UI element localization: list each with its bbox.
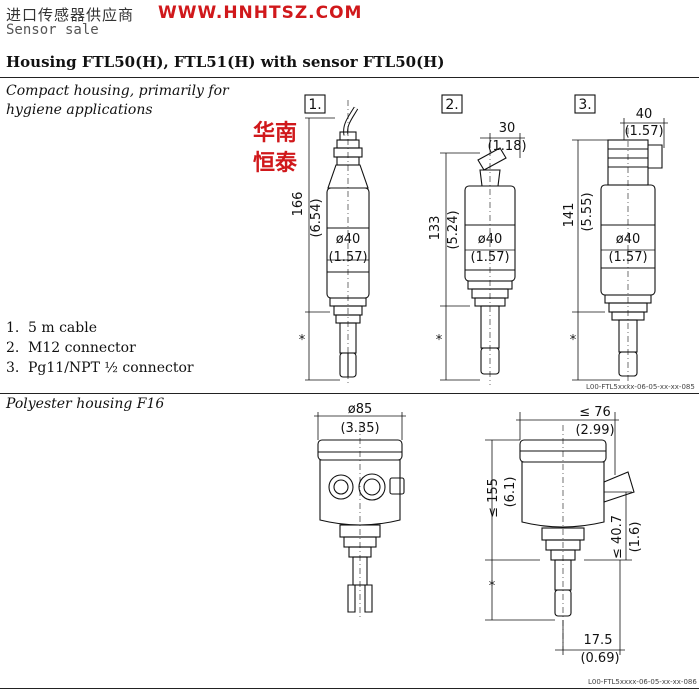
brand-subtitle: Sensor sale bbox=[6, 22, 99, 38]
f16-housing-side-drawing bbox=[519, 425, 635, 650]
dim-f16-b-mm: 17.5 bbox=[584, 633, 613, 648]
dim-f16-b-in: (0.69) bbox=[580, 651, 619, 666]
sensor-variant-1-drawing: 1. bbox=[304, 94, 370, 385]
variant-label-3: 3. bbox=[578, 97, 591, 113]
divider-middle bbox=[0, 393, 699, 394]
dim-w3-in: (1.57) bbox=[624, 124, 663, 139]
dim-dia-1-mm: ø40 bbox=[336, 232, 361, 247]
variant-label-box-1 bbox=[304, 94, 326, 114]
section1-caption-line1: Compact housing, primarily for bbox=[6, 83, 229, 99]
dim-dia-3-in: (1.57) bbox=[608, 250, 647, 265]
brand-name-cn: 进口传感器供应商 bbox=[6, 6, 135, 24]
legend-item-3: 3.Pg11/NPT ½ connector bbox=[6, 360, 194, 376]
dim-dia-2-mm: ø40 bbox=[478, 232, 503, 247]
dim-h3-mm: 141 bbox=[562, 203, 577, 228]
section2-caption: Polyester housing F16 bbox=[6, 396, 165, 412]
dim-w2-mm: 30 bbox=[499, 121, 516, 136]
dim-dia-3-mm: ø40 bbox=[616, 232, 641, 247]
dim-h2-in: (5.24) bbox=[446, 210, 461, 249]
dim-h3-in: (5.55) bbox=[580, 192, 595, 231]
dim-star-2: * bbox=[436, 333, 443, 348]
stamp-watermark: 华南 恒泰 bbox=[253, 120, 298, 176]
sensor-variant-2-drawing: 2. bbox=[441, 94, 516, 385]
dim-f16-h2-in: (1.6) bbox=[628, 522, 643, 553]
variant-label-box-3 bbox=[574, 94, 596, 114]
drawing-code-1: L00-FTL5xxxx-06-05-xx-xx-085 bbox=[586, 383, 695, 391]
brand-url[interactable]: WWW.HNHTSZ.COM bbox=[158, 3, 363, 23]
dim-h1-mm: 166 bbox=[291, 192, 306, 217]
dim-f16-h2-mm: ≤ 40.7 bbox=[610, 515, 625, 559]
dim-f16-star: * bbox=[489, 579, 496, 594]
variant-label-1: 1. bbox=[308, 97, 321, 113]
variant-label-2: 2. bbox=[445, 97, 458, 113]
f16-housing-front-drawing bbox=[317, 425, 405, 620]
legend-item-1: 1.5 m cable bbox=[6, 320, 97, 336]
dim-h2-mm: 133 bbox=[428, 216, 443, 241]
dim-f16-h-mm: ≤ 155 bbox=[486, 478, 501, 518]
dim-f16-w-mm: ≤ 76 bbox=[579, 405, 611, 420]
dim-f16-dia-in: (3.35) bbox=[340, 421, 379, 436]
dim-w2-in: (1.18) bbox=[487, 139, 526, 154]
dim-f16-w-in: (2.99) bbox=[575, 423, 614, 438]
dim-f16-h-in: (6.1) bbox=[503, 477, 518, 508]
legend-item-2: 2.M12 connector bbox=[6, 340, 136, 356]
svg-text:华南: 华南 bbox=[253, 120, 297, 146]
divider-top bbox=[0, 77, 699, 78]
page-title: Housing FTL50(H), FTL51(H) with sensor F… bbox=[6, 53, 445, 71]
dim-f16-dia-mm: ø85 bbox=[348, 402, 373, 417]
dim-dia-1-in: (1.57) bbox=[328, 250, 367, 265]
svg-text:恒泰: 恒泰 bbox=[253, 150, 298, 176]
dim-w3-mm: 40 bbox=[636, 107, 653, 122]
dim-star-3: * bbox=[570, 333, 577, 348]
sensor-variant-3-drawing: 3. bbox=[574, 94, 663, 385]
drawing-code-2: L00-FTL5xxxx-06-05-xx-xx-086 bbox=[588, 678, 697, 686]
dim-h1-in: (6.54) bbox=[309, 198, 324, 237]
divider-bottom bbox=[0, 688, 699, 689]
variant-label-box-2 bbox=[441, 94, 463, 114]
section1-caption-line2: hygiene applications bbox=[6, 102, 153, 118]
dim-dia-2-in: (1.57) bbox=[470, 250, 509, 265]
dim-star-1: * bbox=[299, 333, 306, 348]
